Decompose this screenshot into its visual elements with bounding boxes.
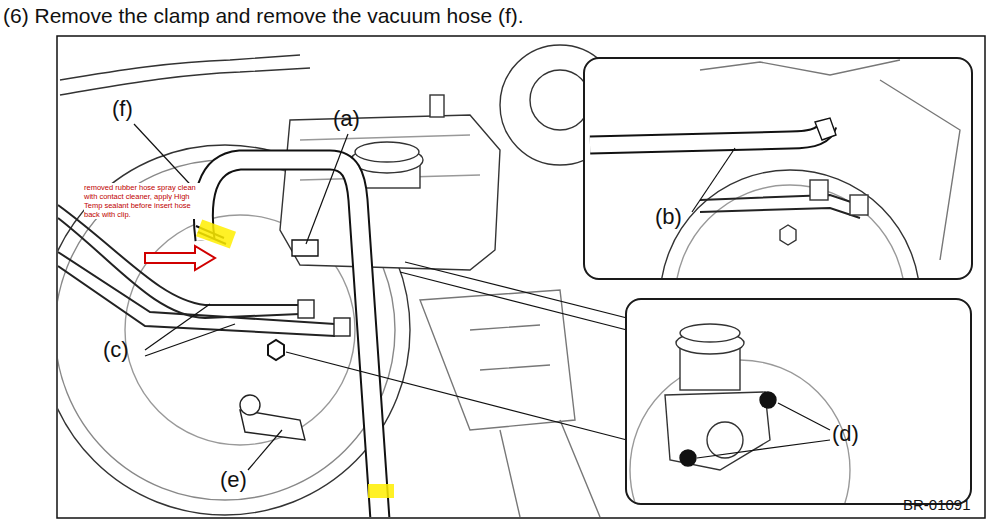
inset-leader: [692, 148, 735, 212]
leader-line: [145, 304, 210, 350]
vacuum-hose-fill: [203, 160, 380, 517]
inset-panel: (b): [583, 57, 973, 280]
inset-nut: [780, 225, 796, 245]
booster-detail: [675, 185, 905, 278]
callout-letter: (a): [333, 107, 360, 131]
inset-ground: [626, 299, 971, 504]
callout-letter: (f): [112, 97, 133, 121]
strut-top: [530, 70, 590, 130]
figure-code: BR-01091: [903, 497, 971, 514]
cap-detail: [680, 324, 740, 342]
line-fitting: [334, 318, 350, 336]
master-cylinder: [665, 392, 770, 470]
inset-panel: (d): [625, 298, 972, 505]
zoom-line: [286, 352, 627, 440]
reservoir: [280, 115, 500, 270]
callout-letter: (e): [220, 468, 247, 492]
leader-line: [145, 324, 235, 356]
highlight-mark: [368, 484, 394, 498]
hose-clip: [292, 240, 318, 256]
callout-letter: (d): [832, 422, 859, 446]
mounting-nut: [268, 340, 284, 360]
inset-fitting: [850, 195, 868, 215]
inset-leader: [697, 403, 830, 458]
inset-clip: [815, 118, 836, 140]
inset-frame: [700, 60, 960, 260]
page-title: (6) Remove the clamp and remove the vacu…: [3, 4, 524, 27]
mounting-nut: [680, 450, 696, 466]
inset-hose-fill: [590, 125, 828, 145]
sensor: [430, 95, 444, 117]
main-frame: [57, 36, 985, 518]
zoom-line: [400, 272, 627, 330]
inset-lines: [700, 195, 860, 218]
connector-body: [240, 395, 260, 415]
repair-note: removed rubber hose spray clean with con…: [84, 183, 202, 219]
engine-parts: [420, 290, 600, 517]
line-fitting: [298, 300, 314, 318]
cap-top: [355, 142, 419, 162]
inset-hose: [590, 125, 828, 145]
callout-letter: (b): [655, 205, 682, 229]
leader-line: [306, 134, 348, 244]
leader-line: [248, 430, 282, 470]
red-arrow: [145, 246, 215, 270]
highlight-mark: [196, 219, 236, 248]
vacuum-hose: [203, 160, 380, 517]
inset-fitting: [810, 180, 828, 200]
brake-line: [58, 266, 335, 336]
mounting-nut: [760, 392, 776, 408]
top-hoses: [60, 55, 310, 95]
callout-letter: (c): [103, 338, 129, 362]
engine-bay: [58, 45, 620, 517]
brake-line: [58, 218, 300, 318]
inset-ground: [584, 58, 972, 279]
booster-detail: [660, 170, 920, 278]
